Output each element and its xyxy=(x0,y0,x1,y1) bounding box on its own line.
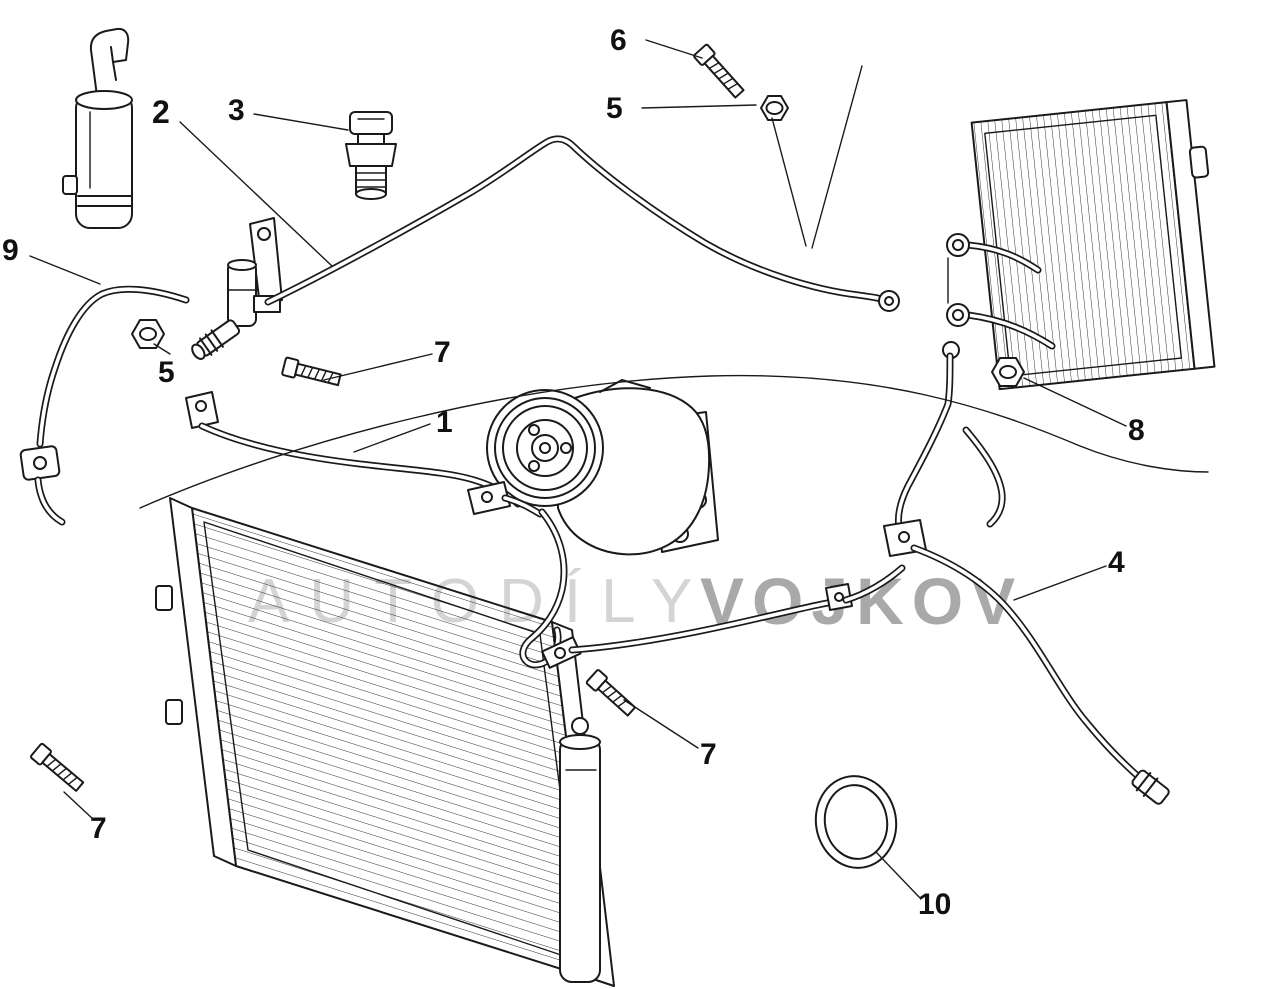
bolt-7-bottom xyxy=(585,669,637,717)
nut-5-left xyxy=(131,319,165,349)
receiver-drier xyxy=(62,27,133,229)
part-label-3: 3 xyxy=(228,94,245,127)
o-ring xyxy=(814,775,898,869)
part-label-5-top: 5 xyxy=(606,92,623,125)
left-pipe xyxy=(19,289,186,522)
pressure-switch xyxy=(345,111,397,200)
condenser xyxy=(155,497,615,987)
part-label-4: 4 xyxy=(1108,546,1125,579)
nut-5-top xyxy=(760,95,789,121)
part-label-7-left: 7 xyxy=(90,812,107,845)
suction-hose xyxy=(846,341,1170,805)
part-label-9: 9 xyxy=(2,234,19,267)
part-label-5-left: 5 xyxy=(158,356,175,389)
part-label-7-bottom: 7 xyxy=(700,738,717,771)
part-label-6: 6 xyxy=(610,24,627,57)
part-label-8: 8 xyxy=(1128,414,1145,447)
bolt-6 xyxy=(693,43,745,99)
heater-core-pipes xyxy=(946,233,1052,346)
heater-core xyxy=(970,99,1216,391)
part-label-7-mid: 7 xyxy=(434,336,451,369)
expansion-valve-assembly xyxy=(191,217,283,360)
liquid-pipe xyxy=(185,391,853,669)
nut-8 xyxy=(991,357,1025,387)
part-label-2: 2 xyxy=(152,94,170,130)
compressor xyxy=(486,379,719,556)
watermark-right: VOJKOV xyxy=(700,564,1023,638)
part-label-10: 10 xyxy=(918,888,952,921)
leader-lines xyxy=(29,39,1209,899)
bolt-7-left xyxy=(30,742,85,792)
top-refrigerant-pipe xyxy=(268,139,900,312)
bolt-7-mid xyxy=(281,356,342,387)
part-label-1: 1 xyxy=(436,406,453,439)
